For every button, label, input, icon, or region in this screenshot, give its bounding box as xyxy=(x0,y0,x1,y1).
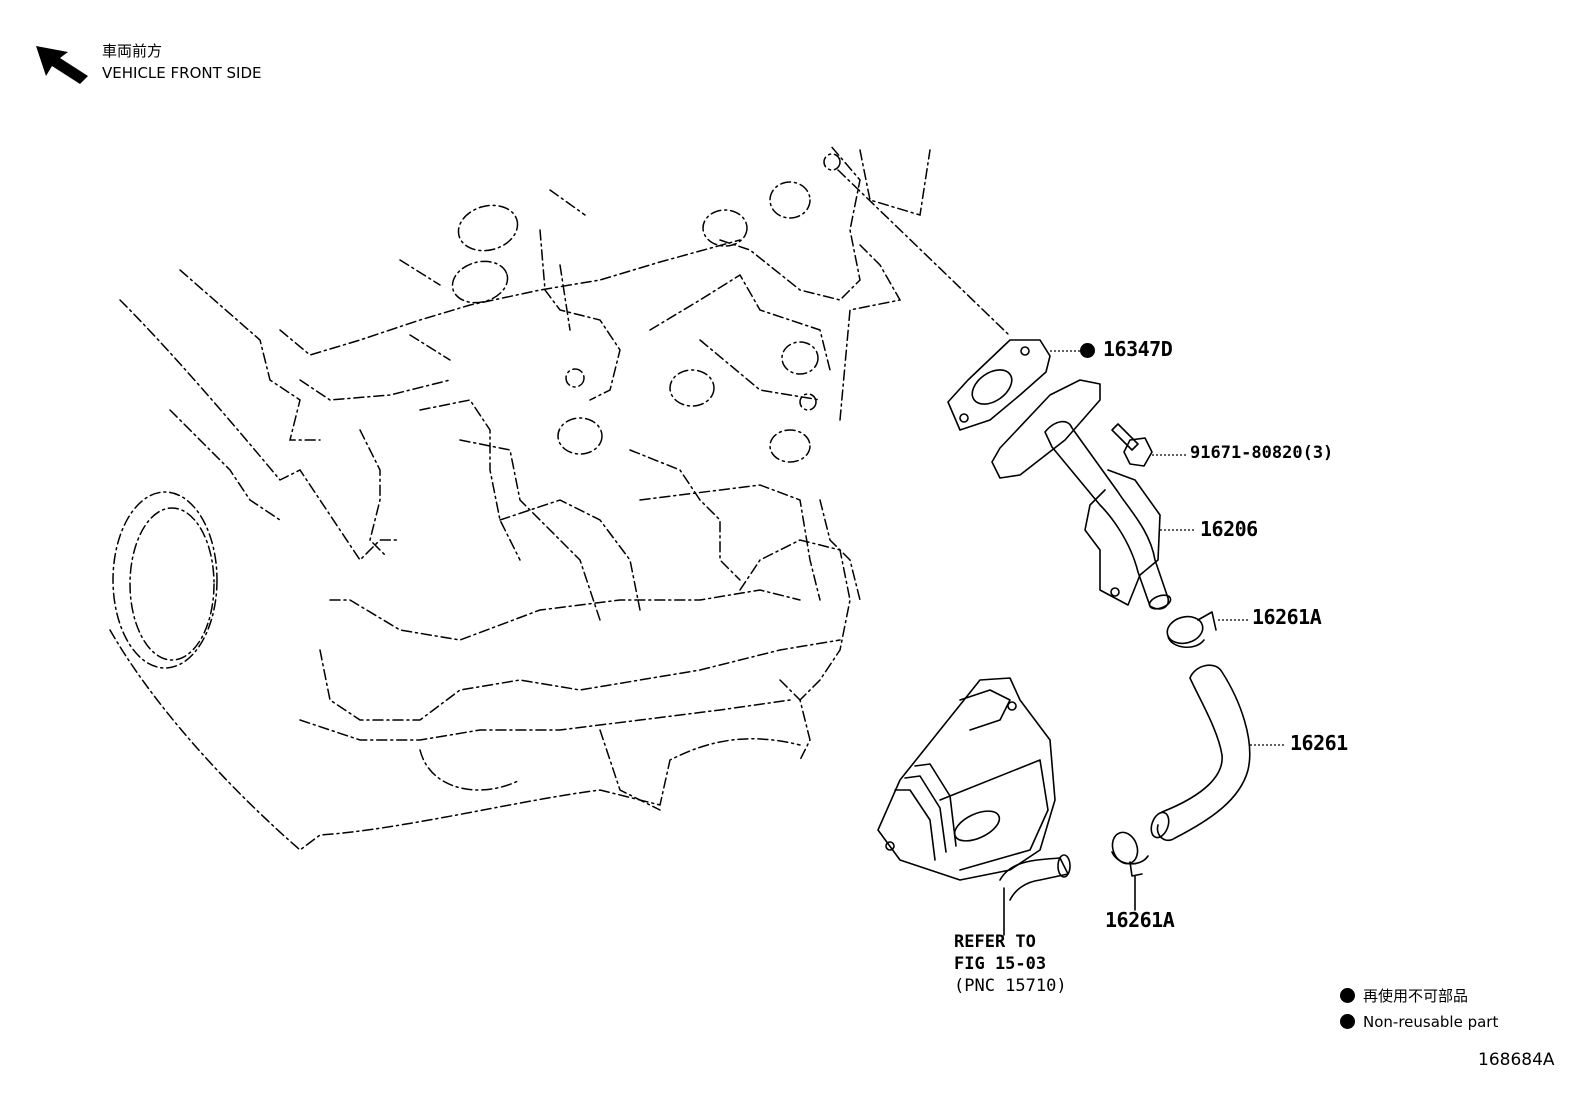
arrow-up-left-icon xyxy=(36,46,88,84)
direction-label-jp: 車両前方 xyxy=(102,42,163,60)
legend-row-en: Non-reusable part xyxy=(1340,1014,1498,1030)
callout-clamp-lower: 16261A xyxy=(1105,908,1175,932)
leader-lines xyxy=(1050,350,1286,911)
legend-dot-icon xyxy=(1340,1014,1355,1029)
gasket-part xyxy=(947,339,1051,431)
reference-line-2: FIG 15-03 xyxy=(954,954,1047,974)
diagram-id: 168684A xyxy=(1478,1050,1555,1070)
reference-line-1: REFER TO xyxy=(954,932,1036,952)
callout-gasket: 16347D xyxy=(1080,337,1173,361)
assembly-line xyxy=(837,169,1009,335)
non-reusable-dot-icon xyxy=(1080,343,1095,358)
legend-dot-icon xyxy=(1340,988,1355,1003)
legend-row-jp: 再使用不可部品 xyxy=(1340,988,1468,1004)
callout-pipe: 16206 xyxy=(1200,517,1258,541)
water-pipe-part xyxy=(991,379,1172,610)
legend-text-en: Non-reusable part xyxy=(1363,1013,1499,1031)
callout-bolt: 91671-80820(3) xyxy=(1190,443,1334,463)
bolt-part xyxy=(1111,423,1153,467)
water-hose-part xyxy=(1150,664,1251,842)
hose-clamp-upper xyxy=(1166,611,1217,648)
reference-line-3: (PNC 15710) xyxy=(954,976,1067,996)
oil-cooler-part xyxy=(877,677,1071,936)
callout-gasket-text: 16347D xyxy=(1103,337,1173,361)
hose-clamp-lower xyxy=(1111,831,1149,877)
callout-hose: 16261 xyxy=(1290,731,1348,755)
engine-block-outline xyxy=(109,144,931,851)
legend-text-jp: 再使用不可部品 xyxy=(1363,987,1469,1005)
direction-label-en: VEHICLE FRONT SIDE xyxy=(102,64,262,82)
callout-clamp-upper: 16261A xyxy=(1252,605,1322,629)
